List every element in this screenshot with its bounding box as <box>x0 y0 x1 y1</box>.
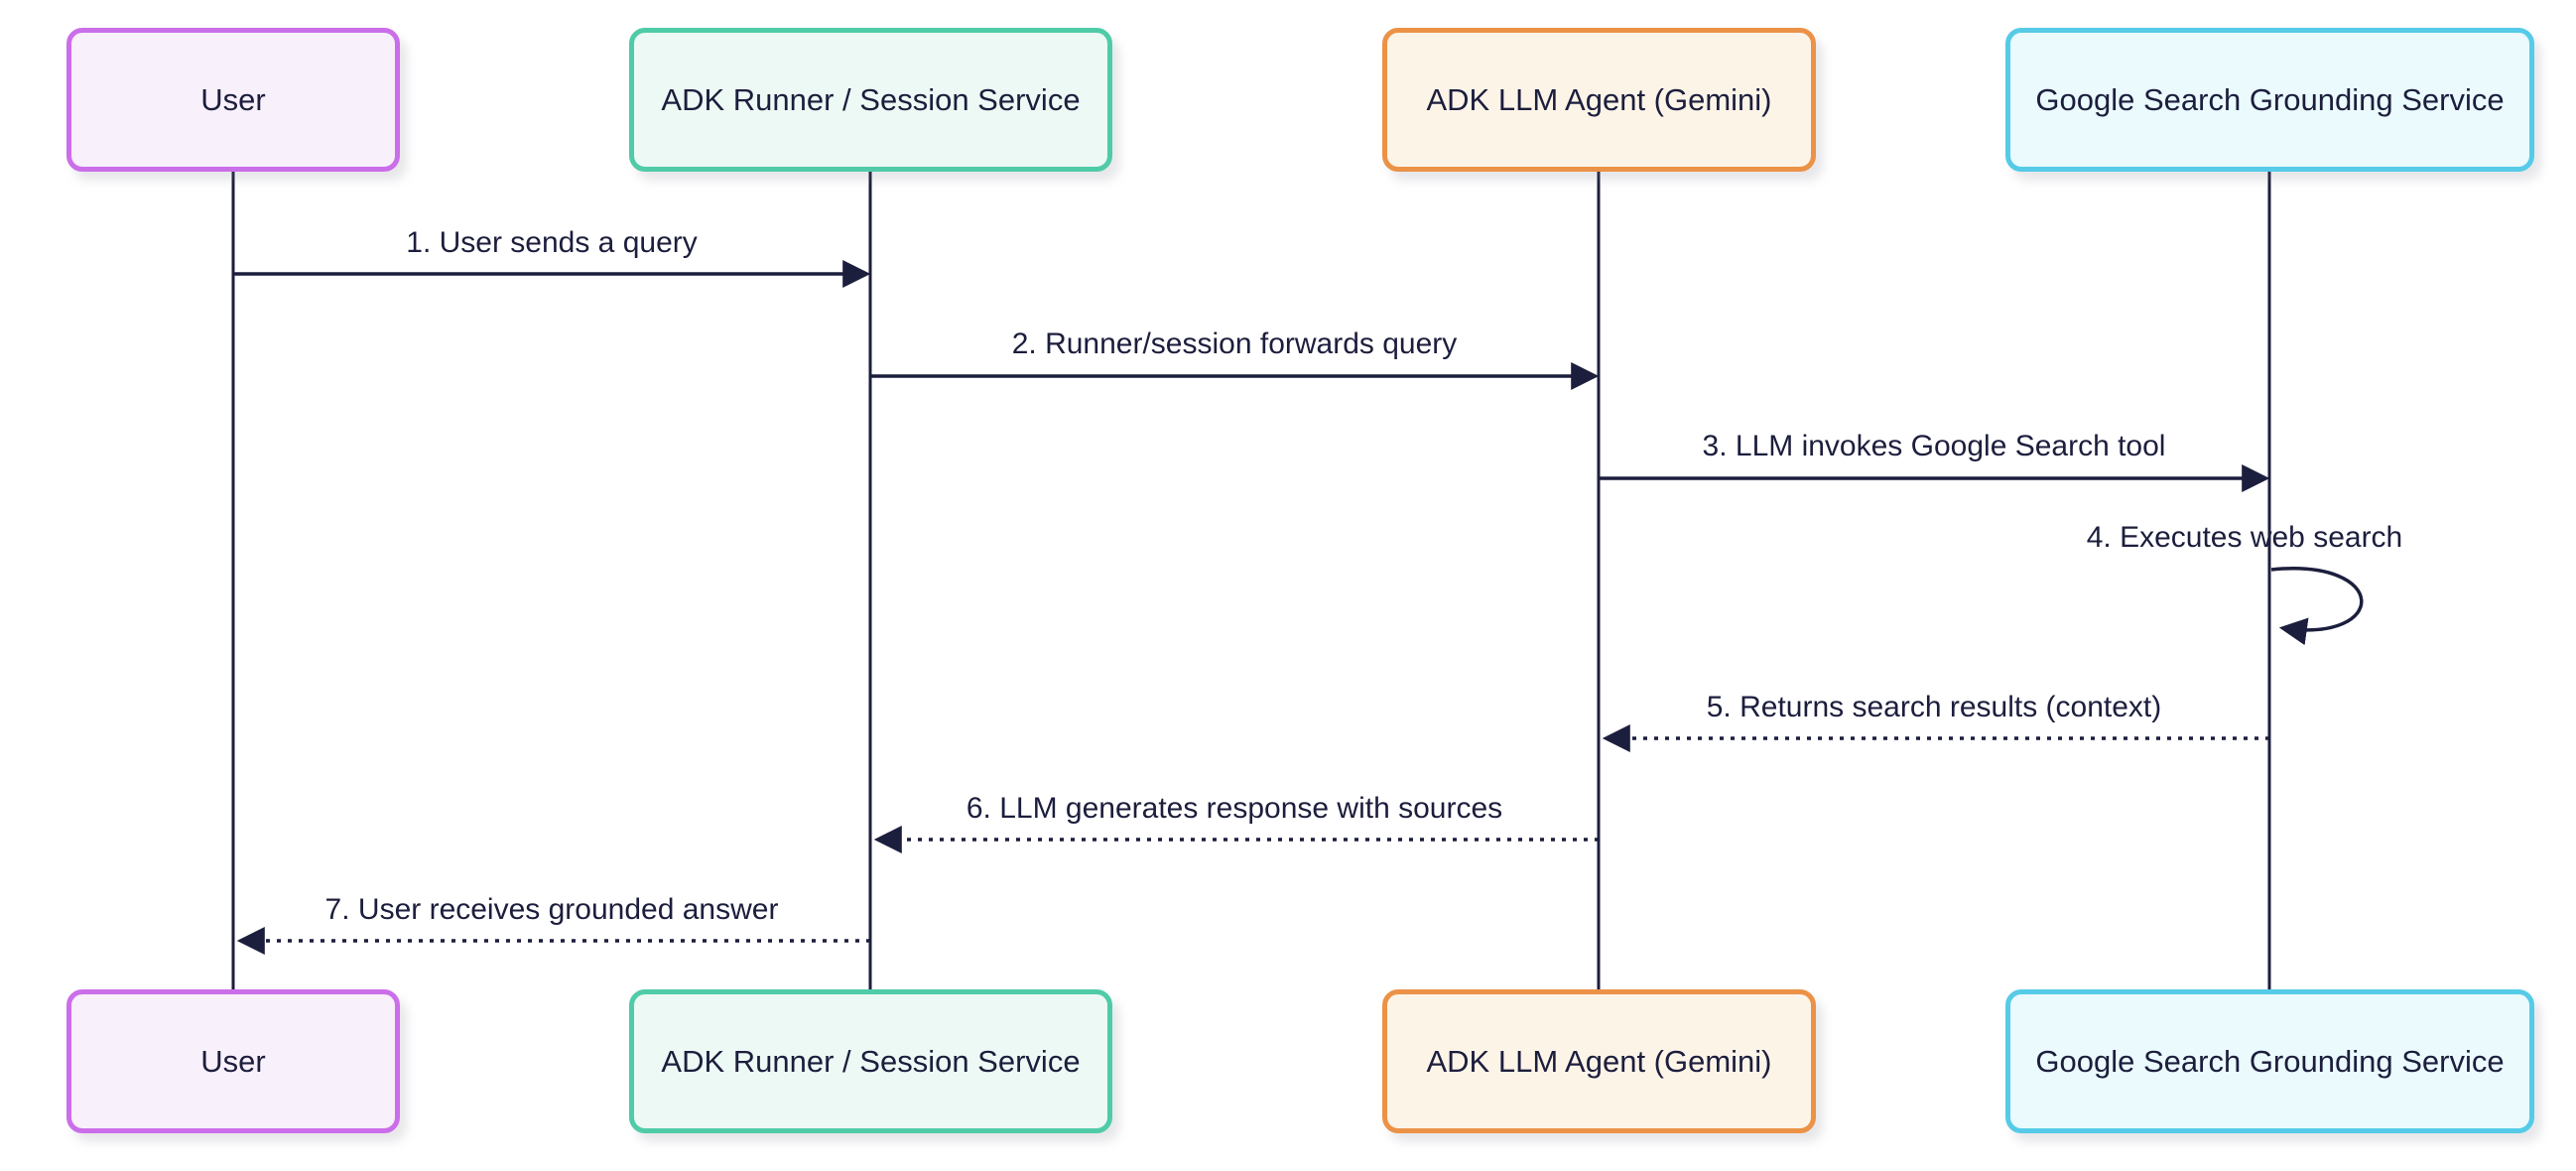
message-4-label: 4. Executes web search <box>2086 521 2403 554</box>
message-2-label: 2. Runner/session forwards query <box>1011 327 1458 360</box>
actor-box-runner-top: ADK Runner / Session Service <box>629 28 1112 172</box>
message-5-label: 5. Returns search results (context) <box>1706 691 2162 723</box>
actor-box-user-bottom: User <box>66 989 400 1133</box>
actor-box-llm-top: ADK LLM Agent (Gemini) <box>1382 28 1816 172</box>
actor-box-llm-bottom: ADK LLM Agent (Gemini) <box>1382 989 1816 1133</box>
actor-box-google-top: Google Search Grounding Service <box>2005 28 2534 172</box>
actor-box-user-top: User <box>66 28 400 172</box>
message-7-label: 7. User receives grounded answer <box>324 893 779 926</box>
message-4-self-loop-arrow <box>2270 567 2364 646</box>
message-3-label: 3. LLM invokes Google Search tool <box>1702 430 2166 462</box>
actor-box-google-bottom: Google Search Grounding Service <box>2005 989 2534 1133</box>
message-1-label: 1. User sends a query <box>406 226 698 259</box>
actor-box-runner-bottom: ADK Runner / Session Service <box>629 989 1112 1133</box>
message-6-label: 6. LLM generates response with sources <box>966 792 1503 825</box>
